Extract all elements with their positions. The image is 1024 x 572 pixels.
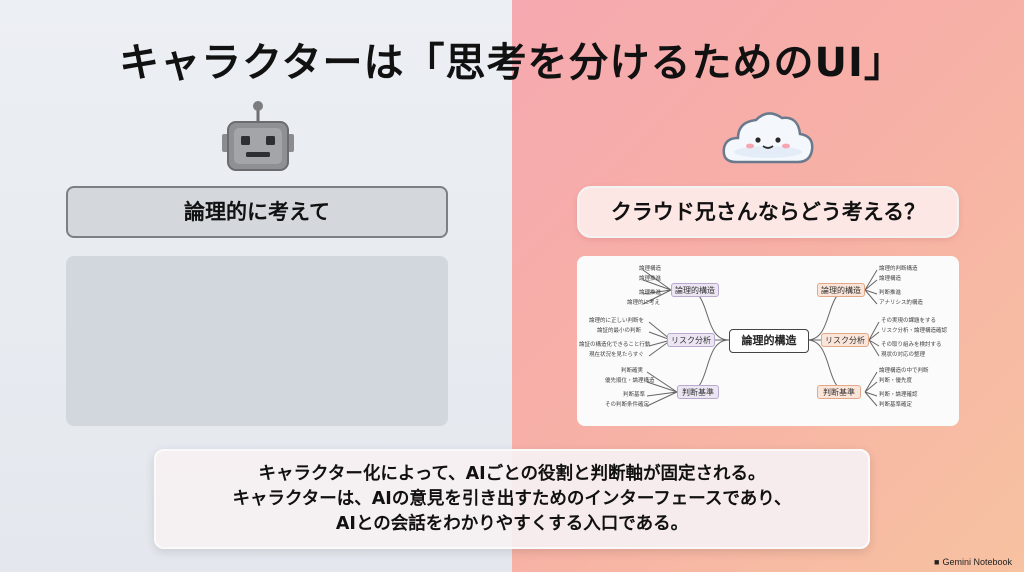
left-empty-panel xyxy=(66,256,448,426)
mindmap-leaf: 論理構造の中で判断 xyxy=(879,368,929,374)
mindmap-node-right-3: 判断基準 xyxy=(817,385,861,399)
mindmap-leaf: 論理的に考え xyxy=(627,300,661,306)
mindmap-leaf: 論理的判断構造 xyxy=(879,266,918,272)
mindmap-leaf: 論証の構造化できること行動 xyxy=(579,342,651,348)
mindmap-leaf: 判断・優先度 xyxy=(879,378,913,384)
mindmap-leaf: 論理推進 xyxy=(639,276,662,282)
mindmap-leaf: 判断推進 xyxy=(879,290,902,296)
notebook-icon: ■ xyxy=(934,557,940,567)
mindmap-leaf: 論理的に正しい判断を xyxy=(589,318,645,324)
summary-line-3: AIとの会話をわかりやすくする入口である。 xyxy=(335,514,689,534)
right-prompt-label: クラウド兄さんならどう考える？ xyxy=(577,186,959,238)
summary-box: キャラクター化によって、AIごとの役割と判断軸が固定される。 キャラクターは、A… xyxy=(154,449,870,549)
mindmap-leaf: 判断基準 xyxy=(623,392,646,398)
mindmap-leaf: 論理構造 xyxy=(879,276,902,282)
mindmap-leaf: その取り組みを検討する xyxy=(881,342,942,348)
brand-watermark: ■Gemini Notebook xyxy=(934,557,1012,567)
mindmap-leaf: 現状の対応の整理 xyxy=(881,352,926,358)
mindmap-leaf: アナリシス的構造 xyxy=(879,300,923,306)
summary-line-2: キャラクターは、AIの意見を引き出すためのインターフェースであり、 xyxy=(232,489,792,509)
mindmap-connectors xyxy=(642,269,880,407)
mindmap-leaf: 論証的最小の判断 xyxy=(597,328,642,334)
mindmap-leaf: 判断・論理確認 xyxy=(879,392,918,398)
mindmap-leaf: 現在状況を見たらすぐ xyxy=(589,352,644,358)
mindmap-center-node: 論理的構造 xyxy=(729,329,809,353)
mindmap-leaf: その実現の課題をする xyxy=(881,318,937,324)
mindmap-node-left-2: リスク分析 xyxy=(667,333,715,347)
mindmap-node-left-3: 判断基準 xyxy=(677,385,719,399)
summary-line-1: キャラクター化によって、AIごとの役割と判断軸が固定される。 xyxy=(258,464,766,484)
mindmap-image: 論理的構造 論理的構造 リスク分析 判断基準 論理的構造 リスク分析 判断基準 … xyxy=(577,256,959,426)
left-prompt-label: 論理的に考えて xyxy=(66,186,448,238)
robot-icon xyxy=(222,101,294,171)
mindmap-leaf: 優先順位・論理構造 xyxy=(605,378,655,384)
page-title: キャラクターは「思考を分けるためのUI」 xyxy=(119,40,905,86)
mindmap-node-right-2: リスク分析 xyxy=(821,333,869,347)
mindmap-leaf: 論理構造 xyxy=(639,266,662,272)
mindmap-leaf: 判断確実 xyxy=(621,368,644,374)
brand-label: Gemini Notebook xyxy=(942,557,1012,567)
mindmap-leaf: 論理推進 xyxy=(639,290,662,296)
mindmap-node-left-1: 論理的構造 xyxy=(671,283,719,297)
mindmap-leaf: その判断条件確定 xyxy=(605,402,650,408)
cloud-character-icon xyxy=(722,112,814,164)
mindmap-leaf: リスク分析・論理構造確認 xyxy=(881,328,948,334)
mindmap-node-right-1: 論理的構造 xyxy=(817,283,865,297)
mindmap-leaf: 判断基準確定 xyxy=(879,402,913,408)
